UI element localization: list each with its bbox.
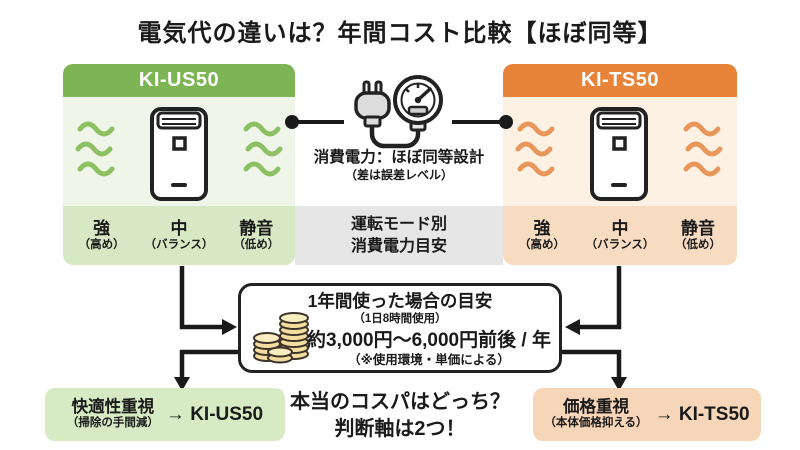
annual-cost-amount: 約3,000円〜6,000円前後 / 年 bbox=[307, 329, 551, 351]
air-purifier-icon bbox=[515, 107, 723, 201]
decision-box-ki-us50: 快適性重視 （掃除の手間減） → KI-US50 bbox=[45, 388, 285, 441]
mode-medium: 中 （バランス） bbox=[144, 219, 214, 251]
panel-ki-ts50: KI-TS50 強 （高め） 中 bbox=[503, 64, 737, 265]
mode-band: 運転モード別 消費電力目安 bbox=[295, 206, 503, 265]
coin-stacks-icon bbox=[253, 312, 309, 364]
page-title: 電気代の違いは？年間コスト比較【ほぼ同等】 bbox=[137, 20, 663, 47]
power-plug-meter-icon bbox=[354, 75, 443, 149]
mode-quiet: 静音 （低め） bbox=[675, 219, 721, 251]
decision-result: → KI-US50 bbox=[165, 403, 264, 425]
panel-ki-ts50-title: KI-TS50 bbox=[503, 64, 737, 97]
decision-box-ki-ts50: 価格重視 （本体価格抑える） → KI-TS50 bbox=[533, 388, 761, 441]
annual-cost-text: 1年間使った場合の目安 （1日8時間使用） 約3,000円〜6,000円前後 /… bbox=[241, 291, 559, 368]
mode-quiet: 静音 （低め） bbox=[233, 219, 280, 251]
air-purifier-icon bbox=[75, 107, 283, 201]
power-caption: 消費電力：ほぼ同等設計 （差は誤差レベル） bbox=[313, 149, 485, 183]
mode-strong: 強 （高め） bbox=[78, 219, 125, 251]
mode-medium: 中 （バランス） bbox=[585, 219, 655, 251]
decision-result: → KI-TS50 bbox=[654, 403, 750, 425]
panel-ki-us50-illustration bbox=[63, 97, 295, 206]
panel-ki-us50: KI-US50 強 （高め） 中 bbox=[63, 64, 295, 265]
annual-cost-box: 1年間使った場合の目安 （1日8時間使用） 約3,000円〜6,000円前後 /… bbox=[238, 283, 562, 373]
panel-ki-ts50-illustration bbox=[503, 97, 737, 206]
bottom-question: 本当のコスパはどっち？ 判断軸は2つ！ bbox=[290, 391, 510, 440]
mode-strong: 強 （高め） bbox=[519, 219, 565, 251]
mode-row-ki-us50: 強 （高め） 中 （バランス） 静音 （低め） bbox=[63, 206, 295, 265]
mode-row-ki-ts50: 強 （高め） 中 （バランス） 静音 （低め） bbox=[503, 206, 737, 265]
panel-ki-us50-title: KI-US50 bbox=[63, 64, 295, 97]
